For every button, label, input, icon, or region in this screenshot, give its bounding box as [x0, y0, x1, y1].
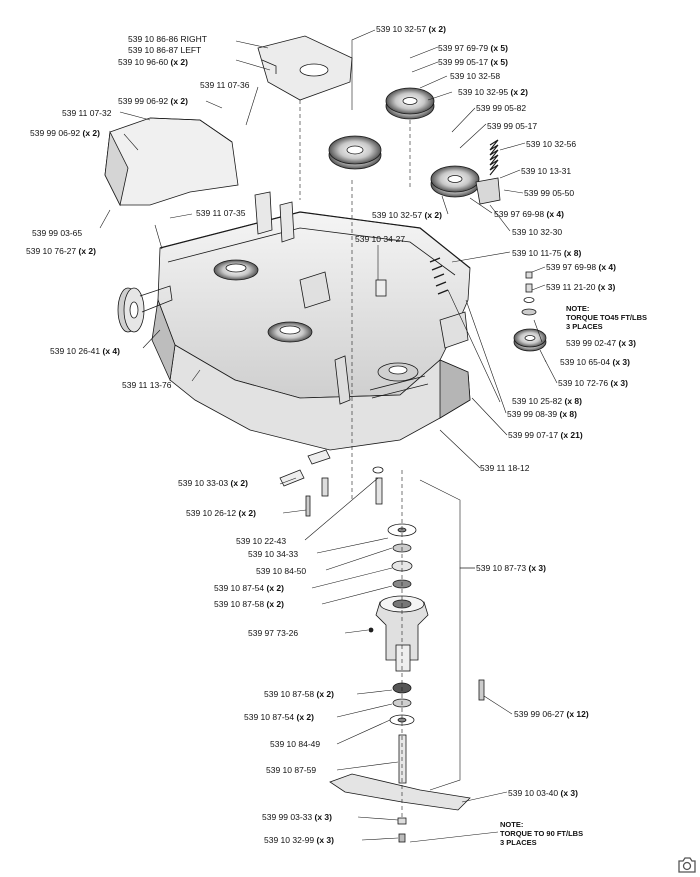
pulley-left [328, 135, 382, 170]
idler-bracket-plate [257, 35, 353, 101]
part-label: 539 99 05-17 [487, 121, 538, 131]
part-label: 539 97 69-79 (x 5) [438, 43, 508, 53]
part-label: 539 10 87-73 (x 3) [476, 563, 546, 573]
part-label: 539 10 32-30 [512, 227, 563, 237]
part-label: 539 10 13-31 [521, 166, 572, 176]
part-label: 539 10 34-33 [248, 549, 299, 559]
ebay-camera-icon [678, 857, 696, 873]
part-label: 539 10 86-87 LEFT [128, 45, 202, 55]
part-label: 539 10 32-58 [450, 71, 501, 81]
part-label: 539 10 84-50 [256, 566, 307, 576]
part-label: 539 99 05-50 [524, 188, 575, 198]
torque-note-lower: NOTE: TORQUE TO 90 FT/LBS 3 PLACES [500, 820, 584, 847]
part-label: 539 99 03-65 [32, 228, 83, 238]
part-label: 539 10 32-56 [526, 139, 577, 149]
part-label: 539 10 87-58 (x 2) [214, 599, 284, 609]
part-label: 539 97 69-98 (x 4) [494, 209, 564, 219]
part-label: 539 10 84-49 [270, 739, 321, 749]
part-label: 539 10 87-54 (x 2) [214, 583, 284, 593]
part-label: 539 10 87-54 (x 2) [244, 712, 314, 722]
part-label: 539 11 07-32 [62, 108, 112, 118]
part-label: 539 10 32-99 (x 3) [264, 835, 334, 845]
deck-bolts [375, 257, 449, 297]
right-hardware-stack [521, 271, 537, 316]
part-label: 539 99 05-82 [476, 103, 527, 113]
part-label: 539 10 34-27 [355, 234, 406, 244]
part-label: 539 10 32-57 (x 2) [376, 24, 446, 34]
spindle-assembly [329, 523, 471, 843]
part-label: 539 97 69-98 (x 4) [546, 262, 616, 272]
belt-cover [104, 117, 239, 207]
deck-housing [151, 191, 471, 451]
part-label: 539 10 33-03 (x 2) [178, 478, 248, 488]
part-label: 539 10 03-40 (x 3) [508, 788, 578, 798]
part-label: 539 99 03-33 (x 3) [262, 812, 332, 822]
part-label: 539 99 05-17 (x 5) [438, 57, 508, 67]
part-label: 539 11 07-36 [200, 80, 250, 90]
part-label: 539 99 08-39 (x 8) [507, 409, 577, 419]
part-label: 539 11 07-35 [196, 208, 246, 218]
torque-note-upper: NOTE: TORQUE TO45 FT/LBS 3 PLACES [566, 304, 647, 331]
part-label: 539 10 32-95 (x 2) [458, 87, 528, 97]
part-label: 539 11 13-76 [122, 380, 172, 390]
part-label: 539 10 96-60 (x 2) [118, 57, 188, 67]
part-label: 539 10 26-12 (x 2) [186, 508, 256, 518]
part-label: 539 99 06-92 (x 2) [30, 128, 100, 138]
leader-lines [99, 29, 558, 843]
part-label: 539 10 86-86 RIGHT [128, 34, 207, 44]
part-label: 539 10 11-75 (x 8) [512, 248, 582, 258]
part-label: 539 99 07-17 (x 21) [508, 430, 583, 440]
idler-arm [475, 177, 501, 205]
part-label: 539 10 26-41 (x 4) [50, 346, 120, 356]
part-label: 539 10 87-59 [266, 765, 317, 775]
pulley-upper-right [385, 87, 435, 120]
pulley-lower-right [430, 165, 480, 198]
front-hardware [279, 449, 485, 701]
part-label: 539 97 73-26 [248, 628, 299, 638]
deck-wheel [117, 285, 173, 333]
part-label: 539 99 02-47 (x 3) [566, 338, 636, 348]
tension-spring [489, 139, 499, 176]
part-label: 539 10 76-27 (x 2) [26, 246, 96, 256]
part-label: 539 10 87-58 (x 2) [264, 689, 334, 699]
part-label: 539 10 72-76 (x 3) [558, 378, 628, 388]
part-label: 539 11 18-12 [480, 463, 530, 473]
pulley-right-spindle [513, 328, 547, 352]
part-label: 539 99 06-92 (x 2) [118, 96, 188, 106]
part-label: 539 10 22-43 [236, 536, 287, 546]
part-label: 539 10 65-04 (x 3) [560, 357, 630, 367]
part-label: 539 10 32-57 (x 2) [372, 210, 442, 220]
part-label: 539 99 06-27 (x 12) [514, 709, 589, 719]
part-label: 539 11 21-20 (x 3) [546, 282, 616, 292]
part-label: 539 10 25-82 (x 8) [512, 396, 582, 406]
